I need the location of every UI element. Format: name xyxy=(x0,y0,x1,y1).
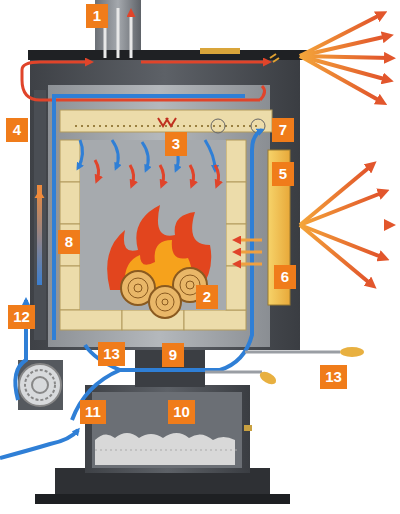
callout-number: 11 xyxy=(80,400,106,424)
callout-number: 5 xyxy=(272,162,294,186)
callout-number: 1 xyxy=(86,4,108,28)
callout-number: 13 xyxy=(320,365,347,389)
callout-number: 9 xyxy=(162,343,184,367)
callout-number: 10 xyxy=(168,400,195,424)
callout-number: 4 xyxy=(6,118,28,142)
callout-number: 12 xyxy=(8,305,35,329)
callout-number: 13 xyxy=(98,342,125,366)
callout-number: 2 xyxy=(196,285,218,309)
callout-number: 6 xyxy=(274,265,296,289)
callout-number: 3 xyxy=(165,132,187,156)
callout-number: 8 xyxy=(58,230,80,254)
callout-number: 7 xyxy=(272,118,294,142)
